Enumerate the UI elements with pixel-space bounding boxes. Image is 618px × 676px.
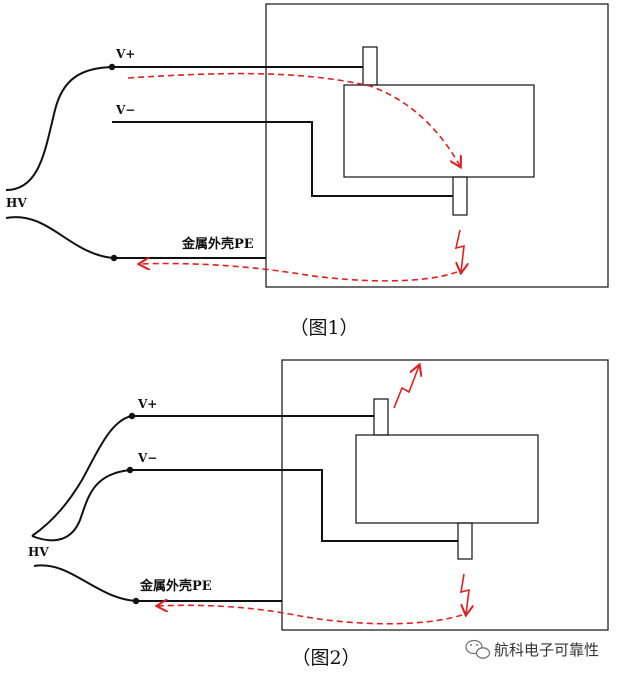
hv-curve-lower-1 [5,216,115,259]
pe-node-2 [132,597,140,605]
hv-label-2: HV [28,545,49,559]
discharge-spark-top-2 [393,366,419,409]
discharge-spark-bottom-2 [461,573,469,614]
hv-curve-upper-1 [5,66,113,191]
wechat-icon [465,639,491,659]
inner-module-2 [355,434,539,524]
watermark: 航科电子可靠性 [465,639,599,659]
vminus-label-2: V− [137,451,157,465]
vminus-node-2 [126,466,134,474]
watermark-text: 航科电子可靠性 [494,641,599,659]
pe-label-2: 金属外壳PE [139,578,212,594]
pe-node-1 [110,254,118,262]
pe-label-1: 金属外壳PE [181,236,254,252]
figure-2: V+ V− HV 金属外壳PE （图2） [28,359,609,669]
vplus-node-1 [108,63,116,71]
vminus-wire-1 [112,121,453,197]
current-path-return-2 [158,605,463,625]
caption-2: （图2） [291,647,360,669]
vminus-wire-2 [130,469,458,542]
hv-label-1: HV [6,196,27,210]
hv-curve-vplus-2 [31,415,133,537]
caption-1: （图1） [289,317,358,339]
hv-curve-vminus-2 [31,469,131,542]
hv-curve-lower-2 [33,564,137,602]
vplus-label-1: V+ [115,47,135,61]
vplus-terminal-2 [373,398,389,436]
figure-1: V+ V− HV 金属外壳PE （图1） [5,3,609,339]
vminus-label-1: V− [115,103,135,117]
vminus-terminal-2 [457,522,473,560]
vplus-terminal-1 [362,46,378,86]
discharge-spark-1 [456,229,464,272]
inner-module-1 [343,84,535,178]
vplus-node-2 [128,412,136,420]
vminus-terminal-1 [452,176,468,216]
vplus-label-2: V+ [137,397,157,411]
current-path-return-1 [140,263,458,282]
current-path-top-1 [127,72,460,166]
enclosure-box-1 [265,3,609,288]
enclosure-box-2 [281,359,609,631]
